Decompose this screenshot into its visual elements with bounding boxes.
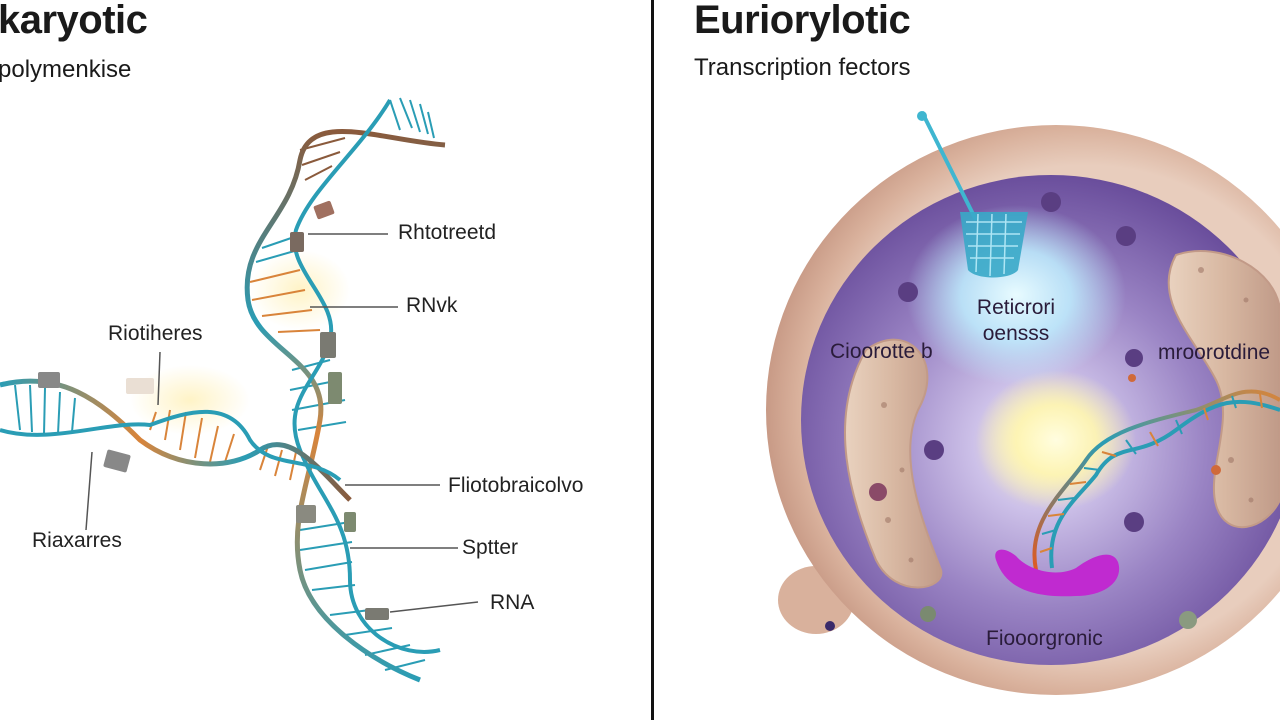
mitochondrion-right bbox=[1167, 250, 1280, 529]
mitochondrion-left bbox=[843, 338, 943, 589]
prokaryotic-panel: karyotic polymenkise Rhtotreetd RNvk Rio… bbox=[0, 0, 584, 683]
vertical-helix-strand-b bbox=[292, 98, 441, 654]
organelle-dots bbox=[825, 192, 1221, 631]
label-reticrori-line2: oensss bbox=[982, 322, 1050, 345]
label-cioorotte: Cioorotte b bbox=[830, 340, 933, 363]
panel-divider bbox=[651, 0, 654, 720]
rna-polymerase-icon bbox=[995, 549, 1120, 597]
label-mroorotdine: mroorotdine bbox=[1158, 341, 1271, 364]
eukaryotic-panel: Euriorylotic Transcription fectors Retic… bbox=[656, 0, 1280, 720]
glow-spot bbox=[130, 365, 250, 435]
eukaryotic-cell-illustration bbox=[766, 111, 1280, 695]
prokaryotic-title: karyotic bbox=[0, 0, 148, 42]
label-rhtotreetd: Rhtotreetd bbox=[398, 221, 497, 244]
label-fliotobraicolvo: Fliotobraicolvo bbox=[448, 474, 584, 497]
prokaryotic-subtitle: polymenkise bbox=[0, 56, 132, 83]
prokaryotic-dna-illustration bbox=[0, 97, 479, 683]
label-riaxarres: Riaxarres bbox=[32, 529, 122, 552]
mitochondria-granules bbox=[881, 267, 1254, 563]
label-leader-lines bbox=[85, 233, 479, 613]
horizontal-helix-rungs bbox=[14, 384, 297, 481]
protein-markers bbox=[38, 200, 389, 620]
label-fiooorgronic: Fiooorgronic bbox=[986, 627, 1103, 650]
horizontal-helix-strand-b bbox=[0, 409, 342, 482]
label-riotiheres: Riotiheres bbox=[108, 322, 203, 345]
label-reticrori-line1: Reticrori bbox=[976, 296, 1056, 319]
vertical-helix-strand-a bbox=[244, 129, 446, 683]
label-rnvk: RNvk bbox=[406, 294, 458, 317]
transcription-factor-tip bbox=[917, 111, 927, 121]
transcription-factor-stem bbox=[920, 111, 978, 221]
eukaryotic-subtitle: Transcription fectors bbox=[694, 54, 911, 81]
label-rna: RNA bbox=[490, 591, 535, 614]
cell-dna-helix-icon bbox=[1032, 389, 1280, 571]
label-sptter: Sptter bbox=[462, 536, 519, 559]
horizontal-helix-strand-a bbox=[0, 378, 352, 502]
eukaryotic-title: Euriorylotic bbox=[694, 0, 911, 42]
transcription-factor-icon bbox=[960, 212, 1028, 278]
frayed-strand-ends bbox=[389, 97, 435, 139]
transcription-factor-glow bbox=[906, 205, 1126, 385]
nucleus-glow bbox=[976, 370, 1136, 510]
